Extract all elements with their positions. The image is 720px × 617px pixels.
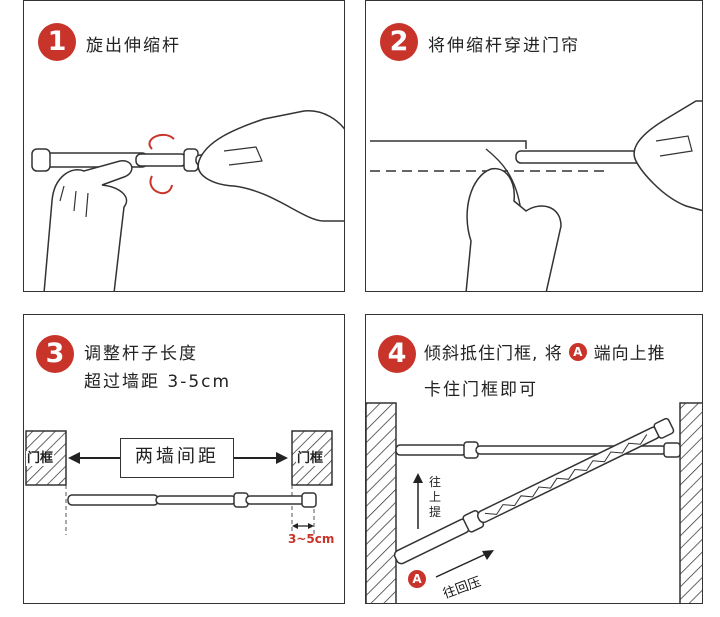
push-up-label: 往上提: [428, 475, 441, 519]
step-4-panel: 4 倾斜抵住门框, 将 A 端向上推 卡住门框即可: [365, 314, 703, 604]
step-4-number: 4: [378, 335, 416, 373]
step-3-number: 3: [36, 335, 74, 373]
step-3-illustration: [25, 430, 333, 537]
step-4-line1-after: 端向上推: [593, 344, 666, 364]
step-2-illustration: [370, 100, 702, 291]
step-1-panel: 1 旋出伸缩杆: [23, 0, 345, 292]
step-1-illustration: [31, 110, 344, 291]
step-3-line1: 调整杆子长度: [84, 344, 198, 364]
extra-length-label: 3~5cm: [288, 532, 335, 546]
point-a-marker: A: [408, 570, 426, 588]
step-2-panel: 2 将伸缩杆穿进门帘: [365, 0, 703, 292]
right-door-frame-label: 门框: [296, 451, 325, 466]
step-4-line1: 倾斜抵住门框, 将 A 端向上推: [424, 339, 666, 364]
step-3-panel: 3 调整杆子长度 超过墙距 3-5cm 门框 门框 两墙间距 3~5cm: [23, 314, 345, 604]
step-4-illustration: [366, 402, 702, 603]
step-2-text: 将伸缩杆穿进门帘: [428, 36, 580, 56]
step-4-line2: 卡住门框即可: [424, 380, 538, 400]
step-1-text: 旋出伸缩杆: [86, 36, 181, 56]
step-2-number: 2: [380, 23, 418, 61]
point-a-badge: A: [569, 343, 588, 361]
wall-distance-label: 两墙间距: [120, 438, 234, 478]
left-door-frame-label: 门框: [26, 451, 55, 466]
step-4-line1-before: 倾斜抵住门框, 将: [424, 344, 563, 364]
step-1-number: 1: [38, 23, 76, 61]
step-3-line2: 超过墙距 3-5cm: [84, 372, 232, 392]
